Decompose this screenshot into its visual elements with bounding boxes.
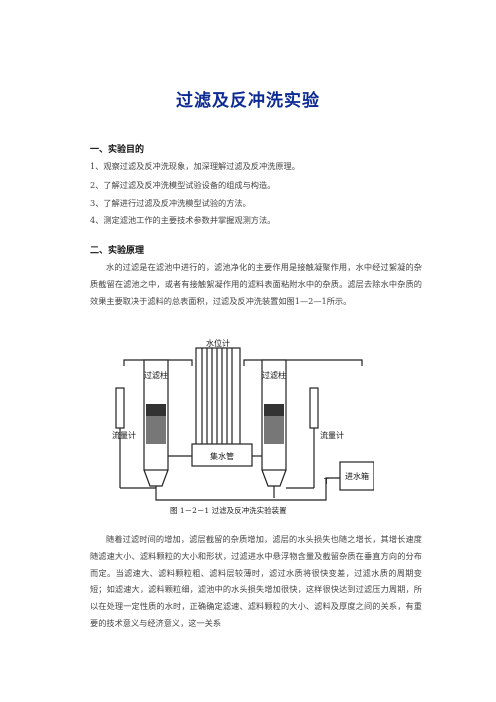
inlet-tank — [339, 461, 374, 491]
label-flowmeter-right: 流量计 — [320, 430, 344, 440]
label-flowmeter-left: 流量计 — [112, 430, 136, 440]
manifold-box — [191, 443, 253, 467]
filter-media — [146, 404, 284, 416]
flowmeter-right — [309, 387, 319, 429]
objective-item: 1、观察过滤及反冲洗现象，加深理解过滤及反冲洗原理。 — [90, 161, 300, 171]
objective-item: 4、测定滤池工作的主要技术参数并掌握观测方法。 — [90, 215, 276, 225]
label-filter-left: 过滤柱 — [144, 370, 168, 380]
principle-paragraph-2: 随着过滤时间的增加，滤层截留的杂质增加，滤层的水头损失也随之增长，其增长速度随滤… — [90, 534, 422, 628]
objective-item: 2、了解过滤及反冲洗模型试验设备的组成与构造。 — [90, 180, 276, 190]
label-water-gauge: 水位计 — [206, 338, 230, 348]
water-gauge-board — [195, 347, 241, 459]
label-tank: 进水箱 — [345, 471, 369, 481]
principle-paragraph-1: 水的过滤是在滤池中进行的，滤池净化的主要作用是接触凝聚作用，水中经过絮凝的杂质截… — [90, 262, 422, 306]
label-manifold: 集水管 — [210, 451, 234, 461]
objective-item: 3、了解进行过滤及反冲洗模型试验的方法。 — [90, 198, 251, 208]
section-heading-principle: 二、实验原理 — [90, 246, 145, 256]
figure-caption: 图 1－2－1 过滤及反冲洗实验装置 — [170, 506, 287, 515]
label-filter-right: 过滤柱 — [262, 370, 286, 380]
flowmeter-left — [115, 387, 125, 429]
apparatus-diagram: 水位计 过滤柱 过滤柱 流量计 流量计 集水管 进水箱 T — [112, 338, 374, 501]
label-valve: T — [323, 477, 329, 486]
page-title: 过滤及反冲洗实验 — [176, 91, 320, 111]
section-heading-objectives: 一、实验目的 — [90, 145, 145, 155]
